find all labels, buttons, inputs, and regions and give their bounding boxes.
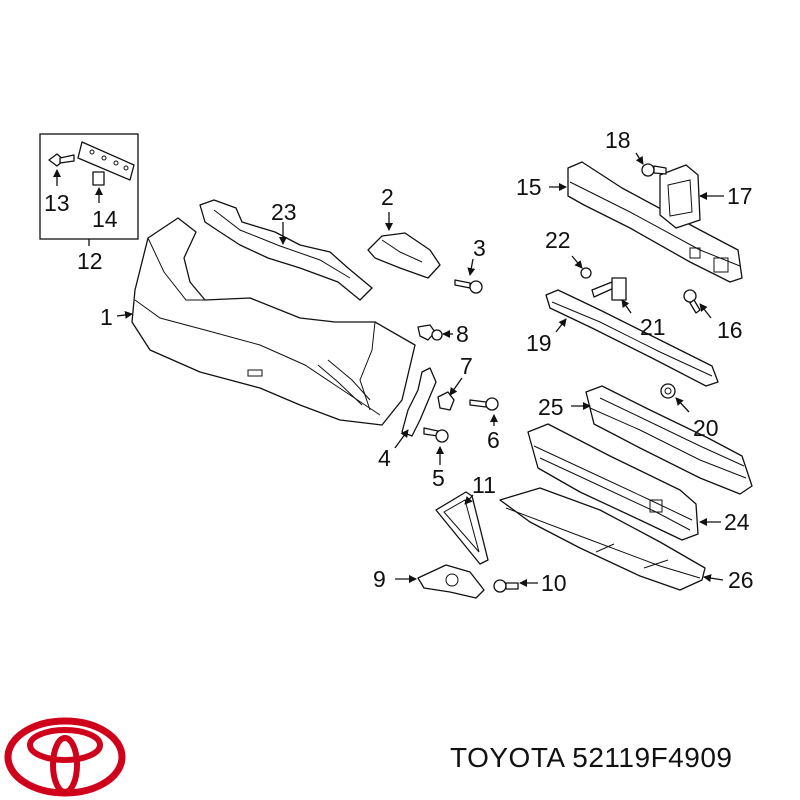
callout-10: 10 [541, 570, 567, 596]
part-15-reinforcement [567, 161, 743, 283]
callout-20: 20 [693, 415, 719, 441]
part-number: 52119F4909 [572, 742, 733, 773]
part-16-bolt [683, 289, 701, 314]
part-14-bracket [77, 141, 135, 186]
callout-25: 25 [538, 394, 564, 420]
callout-3: 3 [473, 235, 486, 261]
callout-6: 6 [487, 427, 500, 453]
part-9-bracket [417, 564, 485, 599]
callout-11: 11 [472, 472, 496, 498]
part-3-bolt [454, 279, 483, 294]
part-7-clip [437, 391, 455, 411]
part-5-bolt [423, 427, 449, 443]
callout-26: 26 [728, 567, 754, 593]
callout-5: 5 [432, 465, 445, 491]
callout-1: 1 [100, 304, 113, 330]
callout-15: 15 [516, 174, 542, 200]
part-8-clip [417, 324, 443, 341]
part-11-bezel [435, 491, 489, 565]
part-24-lower-grille [527, 423, 699, 541]
part-13-screw [48, 153, 75, 167]
callout-24: 24 [724, 509, 750, 535]
callout-22: 22 [545, 227, 571, 253]
callout-9: 9 [373, 566, 386, 592]
callout-13: 13 [44, 190, 70, 216]
callout-16: 16 [717, 317, 743, 343]
callout-8: 8 [456, 321, 469, 347]
part-25-absorber [585, 385, 753, 495]
callout-23: 23 [271, 199, 297, 225]
callout-7: 7 [460, 353, 473, 379]
part-20-nut [660, 383, 676, 399]
part-4-side-bracket [401, 367, 437, 437]
part-6-bolt [469, 397, 499, 411]
part-17-bracket [659, 164, 701, 229]
callout-4: 4 [378, 445, 391, 471]
callout-2: 2 [381, 184, 394, 210]
footer-part-label: TOYOTA 52119F4909 [450, 742, 732, 774]
callout-21: 21 [640, 314, 666, 340]
part-21-stud [591, 277, 627, 301]
brand-name: TOYOTA [450, 742, 564, 773]
part-19-support [545, 289, 719, 387]
callout-18: 18 [605, 127, 631, 153]
part-10-screw [493, 579, 519, 593]
part-22-nut [580, 267, 592, 279]
part-18-bolt [641, 163, 667, 177]
callout-14: 14 [92, 206, 118, 232]
callout-17: 17 [727, 183, 753, 209]
part-26-spoiler [499, 487, 706, 591]
part-1-bumper-cover [131, 217, 416, 426]
callout-12: 12 [77, 248, 103, 274]
part-2-bracket [367, 232, 441, 279]
callout-19: 19 [526, 330, 552, 356]
toyota-logo-icon [4, 717, 126, 797]
part-23-retainer [199, 199, 373, 301]
